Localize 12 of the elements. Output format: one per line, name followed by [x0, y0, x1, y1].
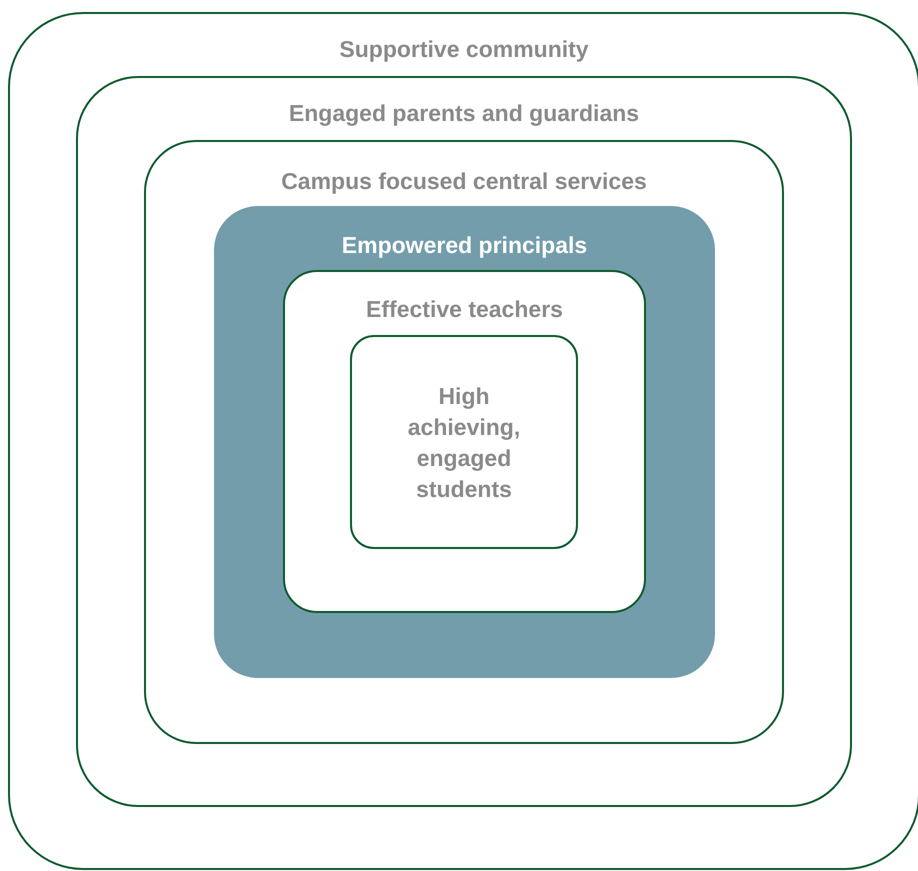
box-label: Campus focused central services — [281, 167, 647, 196]
rounded-box — [350, 335, 578, 549]
box-label: Effective teachers — [366, 295, 563, 324]
box-label: Supportive community — [339, 35, 589, 64]
box-label: Empowered principals — [342, 231, 588, 260]
box-label: Engaged parents and guardians — [288, 99, 640, 128]
rounded-box — [76, 76, 852, 807]
box-label: High achieving, engaged students — [406, 382, 522, 504]
filled-rounded-box — [214, 206, 715, 678]
rounded-box — [8, 12, 918, 870]
rounded-box — [144, 140, 784, 744]
rounded-box — [283, 270, 646, 613]
